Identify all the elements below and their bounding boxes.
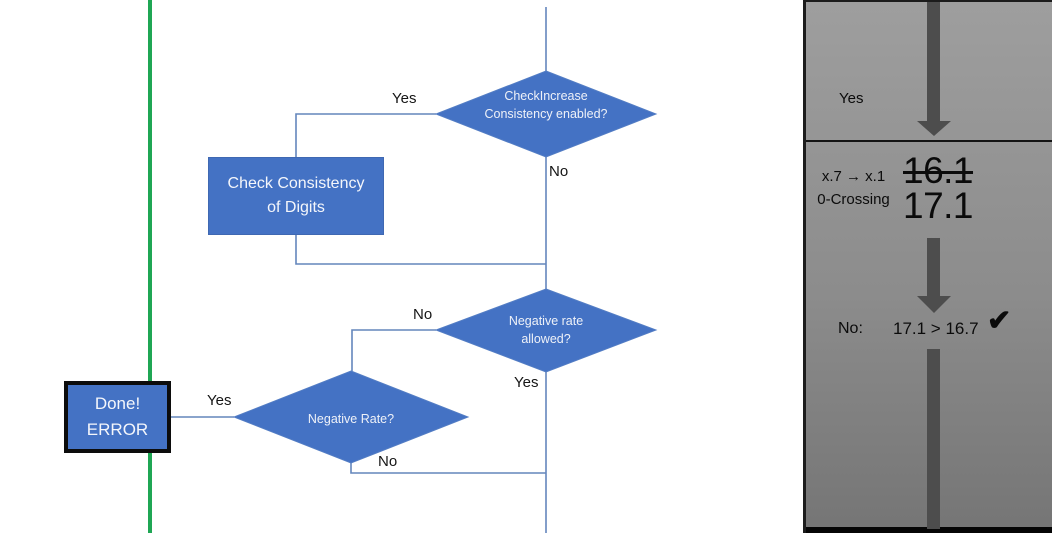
checkmark-icon: ✔	[987, 305, 1012, 337]
terminator-line2: ERROR	[86, 420, 149, 439]
panel-yes-label: Yes	[839, 90, 864, 107]
panel-value-old-strikethrough: 16.1	[903, 150, 974, 191]
branch-label-no-top: No	[549, 163, 569, 180]
branch-label-yes-top: Yes	[392, 90, 417, 107]
panel-note-line2: 0-Crossing	[817, 190, 890, 208]
decision-diamond-check-increase	[434, 70, 658, 158]
green-guideline	[148, 0, 152, 533]
down-arrow-3-shaft	[927, 349, 940, 529]
panel-bottom-border	[806, 527, 1052, 533]
process-label: Check Consistency of Digits	[227, 175, 365, 216]
connector-yes-to-process	[295, 113, 436, 157]
down-arrow-2-shaft	[927, 238, 940, 296]
decision-diamond-negative-rate	[232, 370, 470, 464]
down-arrow-1-shaft	[927, 2, 940, 121]
down-arrow-2-head	[917, 296, 951, 313]
decision-bottom-label: Negative Rate?	[307, 412, 395, 426]
decision-top-label: CheckIncrease Consistency enabled?	[484, 89, 608, 122]
decision-mid-label: Negative rate allowed?	[508, 314, 584, 347]
panel-note-line1: x.7 → x.1	[821, 168, 886, 185]
panel-values: 16.1 17.1	[903, 150, 974, 226]
process-check-consistency: Check Consistency of Digits	[208, 157, 384, 235]
panel-result-label: No:	[838, 320, 863, 337]
branch-label-yes-mid: Yes	[514, 374, 539, 391]
decision-diamond-negative-rate-allowed	[434, 288, 658, 373]
panel-result-comparison: 17.1 > 16.7	[893, 319, 979, 338]
connector-no-to-decision3	[351, 329, 436, 371]
panel-value-new: 17.1	[903, 185, 974, 226]
connector-no-to-main	[350, 463, 546, 474]
branch-label-yes-bottom: Yes	[207, 392, 232, 409]
branch-label-no-bottom: No	[378, 453, 398, 470]
connector-process-to-main	[295, 235, 546, 265]
terminator-line1: Done!	[94, 393, 141, 413]
branch-label-no-mid: No	[413, 306, 433, 323]
panel-divider-line	[806, 140, 1052, 142]
panel-note: x.7 → x.1 0-Crossing	[806, 166, 901, 211]
down-arrow-1-head	[917, 121, 951, 136]
annotation-panel: Yes x.7 → x.1 0-Crossing 16.1 17.1 No: 1…	[803, 0, 1052, 533]
terminator-done-error: Done! ERROR	[64, 381, 171, 453]
